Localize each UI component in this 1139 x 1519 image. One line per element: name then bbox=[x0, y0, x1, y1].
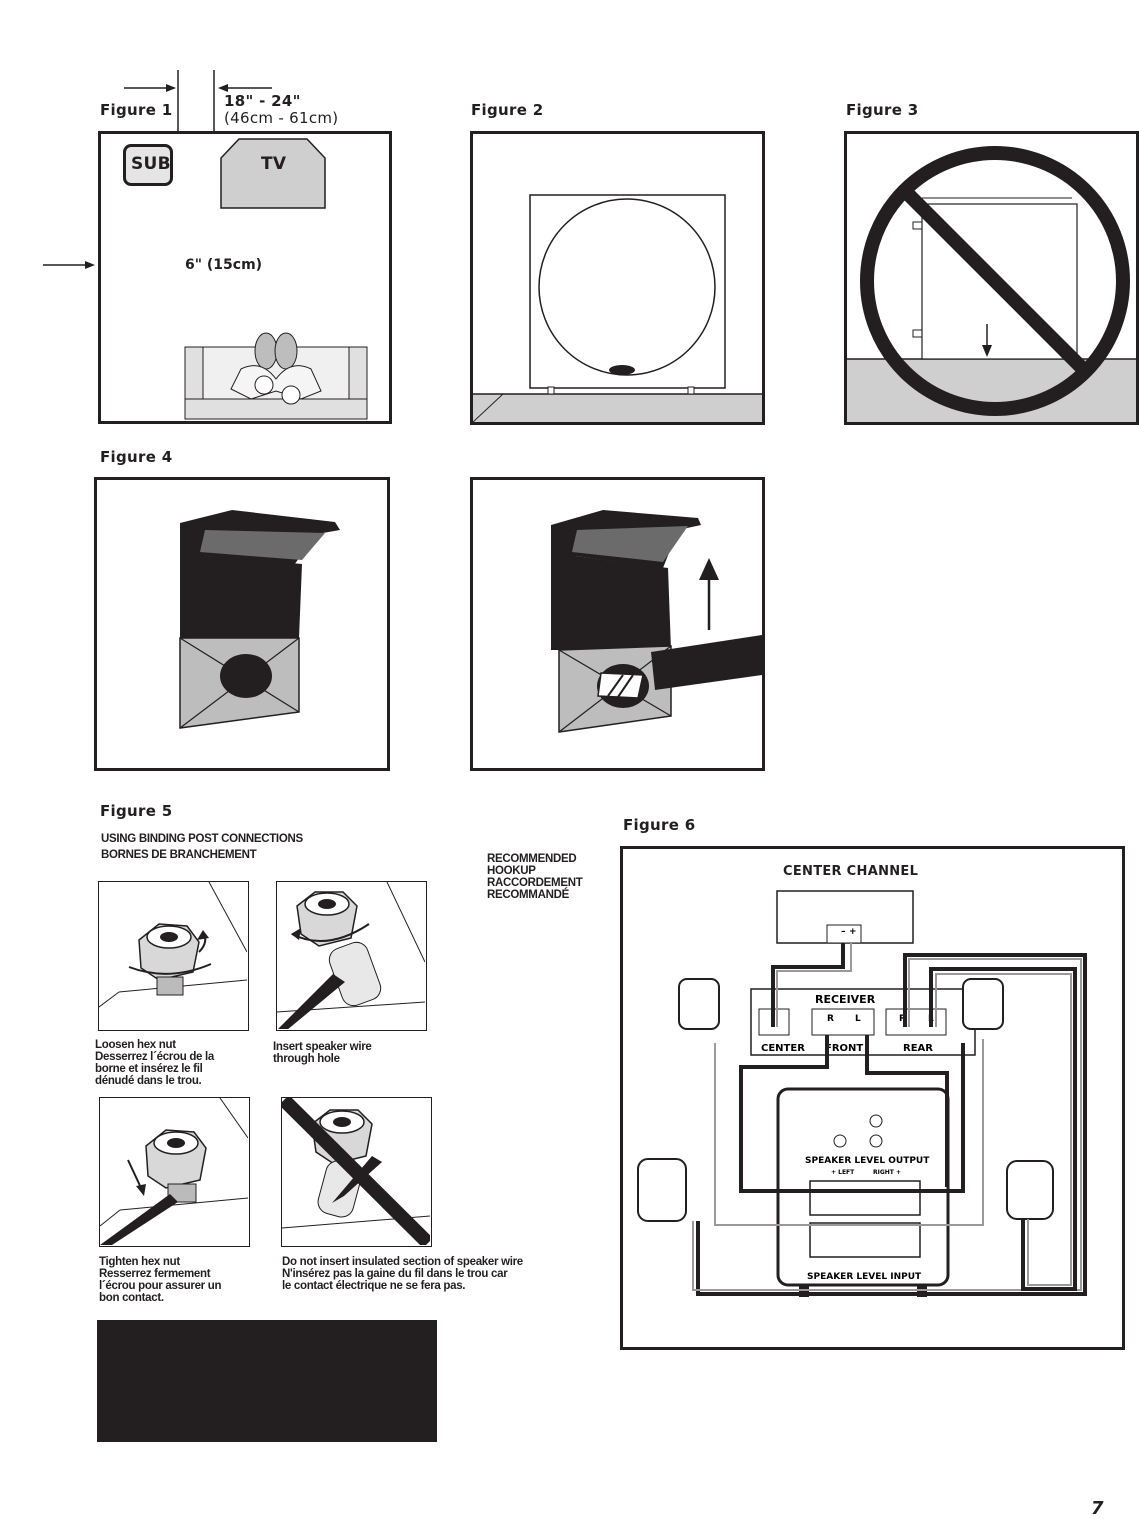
binding-post-step-1 bbox=[98, 881, 249, 1031]
center-channel-label: CENTER CHANNEL bbox=[783, 864, 919, 879]
receiver-center-label: CENTER bbox=[761, 1043, 805, 1054]
figure-1-label: Figure 1 bbox=[100, 101, 173, 119]
step-4-caption-line: le contact électrique ne se fera pas. bbox=[282, 1280, 466, 1292]
speaker-rear-view bbox=[179, 510, 340, 729]
step-4-caption: Do not insert insulated section of speak… bbox=[282, 1256, 523, 1292]
sub-label: SUB bbox=[131, 154, 171, 174]
step-3-caption: Tighten hex nut Resserrez fermement l´éc… bbox=[99, 1256, 221, 1304]
step-2-caption-line: Insert speaker wire bbox=[273, 1041, 372, 1053]
speaker-level-output-label: SPEAKER LEVEL OUTPUT bbox=[805, 1156, 930, 1166]
step-1-caption-line: Desserrez l´écrou de la bbox=[95, 1051, 215, 1063]
step-4-caption-line: Do not insert insulated section of speak… bbox=[282, 1256, 523, 1268]
recommended-line-4: RECOMMANDÉ bbox=[487, 889, 569, 901]
figure-2-label: Figure 2 bbox=[471, 101, 544, 119]
figure-6-panel: – + RECEIVER CENTER FRONT REAR R L R L S… bbox=[620, 846, 1125, 1350]
figure-4-panel-right bbox=[470, 477, 765, 771]
figure-5-heading-line1: USING BINDING POST CONNECTIONS bbox=[101, 833, 303, 845]
figure-5-heading-line2: BORNES DE BRANCHEMENT bbox=[101, 849, 257, 861]
step-1-caption-line: dénudé dans le trou. bbox=[95, 1075, 202, 1087]
binding-post-step-2 bbox=[276, 881, 427, 1031]
center-channel-minus: – bbox=[841, 927, 846, 937]
figure-1-distance-line1: 18" - 24" bbox=[224, 92, 301, 110]
speaker-level-input-label: SPEAKER LEVEL INPUT bbox=[807, 1272, 922, 1282]
step-1-caption-line: Loosen hex nut bbox=[95, 1039, 176, 1051]
figure-6-label: Figure 6 bbox=[623, 816, 696, 834]
recommended-line-3: RACCORDEMENT bbox=[487, 877, 583, 889]
loosen-hex-nut-illustration bbox=[99, 882, 247, 1008]
subwoofer-front-view bbox=[473, 194, 762, 422]
step-2-caption-line: through hole bbox=[273, 1053, 340, 1065]
figure-3-panel bbox=[844, 131, 1139, 425]
step-3-caption-line: bon contact. bbox=[99, 1292, 164, 1304]
tv-shape bbox=[220, 138, 326, 209]
receiver-rear-label: REAR bbox=[903, 1043, 933, 1054]
figure-4-label: Figure 4 bbox=[100, 448, 173, 466]
do-not-insert-insulation-illustration bbox=[282, 1098, 430, 1245]
receiver-rear-r: R bbox=[899, 1014, 906, 1024]
receiver-front-label: FRONT bbox=[825, 1043, 863, 1054]
receiver-label: RECEIVER bbox=[815, 993, 876, 1006]
receiver-front-r: R bbox=[827, 1014, 834, 1024]
figure-1-room-panel: SUB TV 6" (15cm) bbox=[98, 131, 392, 424]
figure-4-panel-left bbox=[94, 477, 390, 771]
figure-3-label: Figure 3 bbox=[846, 101, 919, 119]
step-3-caption-line: Tighten hex nut bbox=[99, 1256, 180, 1268]
receiver-front-l: L bbox=[855, 1014, 861, 1024]
subwoofer-box bbox=[123, 144, 173, 186]
figure-5-label: Figure 5 bbox=[100, 802, 173, 820]
tighten-hex-nut-illustration bbox=[100, 1098, 248, 1245]
page-number: 7 bbox=[1091, 1498, 1104, 1519]
recommended-line-1: RECOMMENDED bbox=[487, 853, 577, 865]
wiring-diagram: – + RECEIVER CENTER FRONT REAR R L R L S… bbox=[637, 890, 1087, 1297]
output-left-label: + LEFT bbox=[831, 1169, 855, 1176]
insert-wire-illustration bbox=[277, 882, 425, 1029]
step-3-caption-line: l´écrou pour assurer un bbox=[99, 1280, 222, 1292]
prohibited-placement bbox=[847, 146, 1136, 422]
step-4-caption-line: N'insérez pas la gaine du fil dans le tr… bbox=[282, 1268, 508, 1280]
black-block bbox=[97, 1320, 437, 1442]
tv-label: TV bbox=[261, 154, 287, 174]
binding-post-step-4 bbox=[281, 1097, 432, 1247]
output-right-label: RIGHT + bbox=[873, 1169, 901, 1176]
step-3-caption-line: Resserrez fermement bbox=[99, 1268, 211, 1280]
recommended-line-2: HOOKUP bbox=[487, 865, 536, 877]
speaker-rear-view-with-bracket bbox=[551, 510, 762, 733]
step-1-caption: Loosen hex nut Desserrez l´écrou de la b… bbox=[95, 1039, 214, 1087]
step-2-caption: Insert speaker wire through hole bbox=[273, 1041, 372, 1065]
figure-1-distance-line2: (46cm - 61cm) bbox=[224, 109, 339, 127]
binding-post-step-3 bbox=[99, 1097, 250, 1247]
wall-distance-label: 6" (15cm) bbox=[185, 257, 263, 273]
figure-2-panel bbox=[470, 131, 765, 425]
recommended-hookup-text: RECOMMENDED HOOKUP RACCORDEMENT RECOMMAN… bbox=[487, 853, 583, 901]
center-channel-plus: + bbox=[849, 927, 857, 937]
sofa-with-people bbox=[184, 332, 368, 420]
step-1-caption-line: borne et insérez le fil bbox=[95, 1063, 203, 1075]
